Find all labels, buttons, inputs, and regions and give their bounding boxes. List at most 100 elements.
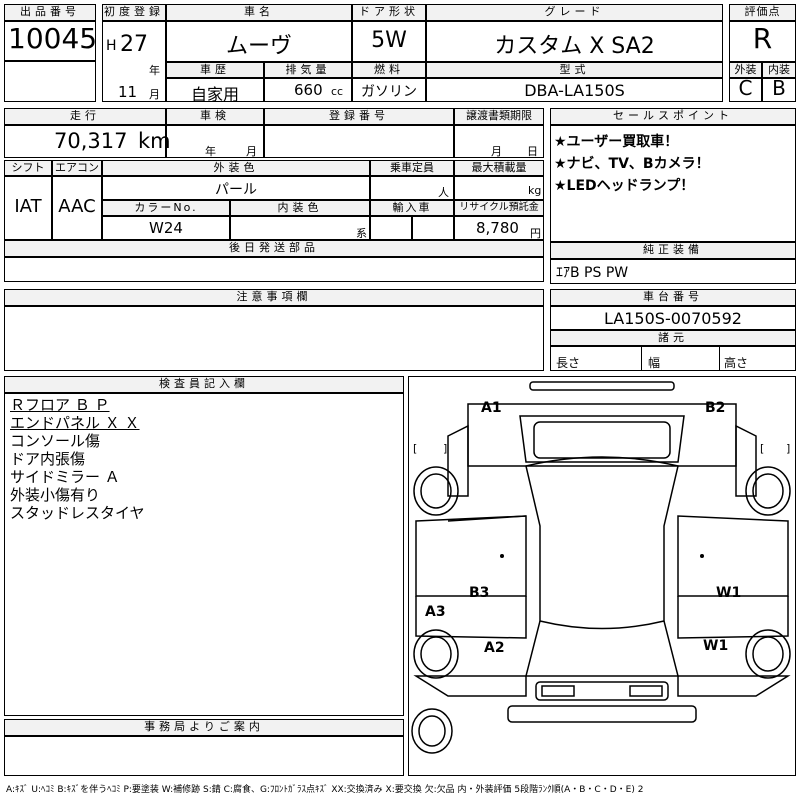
max-load-label: 最大積載量 [454,160,544,176]
chassis-number-label: 車台番号 [550,289,796,306]
first-registration-box [102,21,166,102]
caution-label: 注意事項欄 [4,289,544,306]
caution-box [4,306,544,371]
import-box-2 [412,216,454,240]
month-unit: 月 [149,88,160,101]
car-name-box [166,21,352,62]
recycle-deposit-unit: 円 [530,227,541,240]
year-unit: 年 [149,64,160,77]
capacity-box [370,176,454,200]
aircon-label: エアコン [52,160,102,176]
exterior-grade: C [738,76,753,100]
interior-color-unit: 系 [356,227,367,240]
history-label: 車歴 [166,62,264,78]
era: H [106,38,117,54]
sales-points-box [550,125,796,242]
inspection-label: 車検 [166,108,264,125]
inspection-box [166,125,264,158]
exterior-color-box [102,176,370,200]
mileage-unit: km [138,129,171,153]
mileage: 70,317 [54,129,128,153]
displacement-label: 排気量 [264,62,352,78]
inspector-note: ドア内張傷 [10,450,86,468]
damage-mark-a2: A2 [484,640,505,656]
shift-label: シフト [4,160,52,176]
inspector-notes-box [4,393,404,716]
inspector-note: コンソール傷 [10,432,101,450]
inspector-notes-list: Ｒフロア Ｂ Ｐ エンドパネル Ｘ Ｘ コンソール傷 ドア内張傷 サイドミラー … [10,396,145,522]
inspector-note: スタッドレスタイヤ [10,504,145,522]
model: DBA-LA150S [524,81,625,100]
later-parts-box [4,257,544,282]
sales-points-label: セールスポイント [550,108,796,125]
car-diagram-box [408,376,796,776]
aircon: AAC [58,196,96,217]
registration-number-box [264,125,454,158]
interior-color-label: 内装色 [230,200,370,216]
lot-blank-box [4,61,96,102]
dimensions-box [550,346,796,371]
interior-grade: B [772,76,786,100]
model-label: 型式 [426,62,723,78]
registration-month: 11 [118,83,138,101]
interior-grade-box [762,78,796,102]
mileage-label: 走行 [4,108,166,125]
car-name-label: 車名 [166,4,352,21]
damage-mark-a1: A1 [481,400,502,416]
legend: A:ｷｽﾞ U:ﾍｺﾐ B:ｷｽﾞを伴うﾍｺﾐ P:要塗装 W:補修跡 S:錆 … [6,785,644,795]
capacity-unit: 人 [438,186,449,199]
inspector-note: サイドミラー Ａ [10,468,120,486]
import-box [370,216,412,240]
model-box [426,78,723,102]
height-label: 高さ [724,356,749,370]
recycle-deposit-box [454,216,544,240]
damage-mark-b3: B3 [469,585,490,601]
office-notice-box [4,736,404,776]
shift-box [4,176,52,240]
bracket-mark: ] [443,442,448,455]
sales-point-2: ★ナビ、TV、Bカメラ！ [554,156,710,172]
damage-mark-b2: B2 [705,400,726,416]
dim-divider-1 [641,346,642,371]
displacement-box [264,78,352,102]
fuel-label: 燃料 [352,62,426,78]
door-type-label: ドア形状 [352,4,426,21]
score: R [752,22,773,55]
inspector-note: 外装小傷有り [10,486,101,504]
width-label: 幅 [648,356,661,370]
door-type: 5W [371,28,407,53]
color-number: W24 [149,219,183,237]
dim-divider-2 [719,346,720,371]
exterior-grade-box [729,78,762,102]
chassis-number-box [550,306,796,330]
inspector-note: エンドパネル Ｘ Ｘ [10,414,140,432]
aircon-box [52,176,102,240]
length-label: 長さ [556,356,581,370]
transfer-month-unit: 月 [491,145,502,158]
shift: IAT [14,196,42,217]
history-box [166,78,264,102]
transfer-deadline-label: 譲渡書類期限 [454,108,544,125]
displacement-unit: cc [331,85,344,98]
bracket-mark: [ [760,442,765,455]
recycle-deposit: 8,780 [476,219,519,237]
exterior-color-label: 外装色 [102,160,370,176]
history: 自家用 [190,85,239,104]
chassis-number: LA150S-0070592 [604,309,742,328]
transfer-day-unit: 日 [527,145,538,158]
first-registration-label: 初度登録 [102,4,166,21]
inspector-note: Ｒフロア Ｂ Ｐ [10,396,110,414]
lot-number-box [4,21,96,61]
lot-number-label: 出品番号 [4,4,96,21]
bracket-mark: [ [413,442,418,455]
equipment-box [550,259,796,284]
mileage-box [4,125,166,158]
import-label: 輸入車 [370,200,454,216]
transfer-deadline-box [454,125,544,158]
equipment: ｴｱB PS PW [556,265,629,281]
recycle-deposit-label: リサイクル預託金 [454,200,544,216]
interior-grade-label: 内装 [762,62,796,78]
inspection-month-unit: 月 [246,145,257,158]
damage-mark-a3: A3 [425,604,446,620]
bracket-mark: ] [786,442,791,455]
